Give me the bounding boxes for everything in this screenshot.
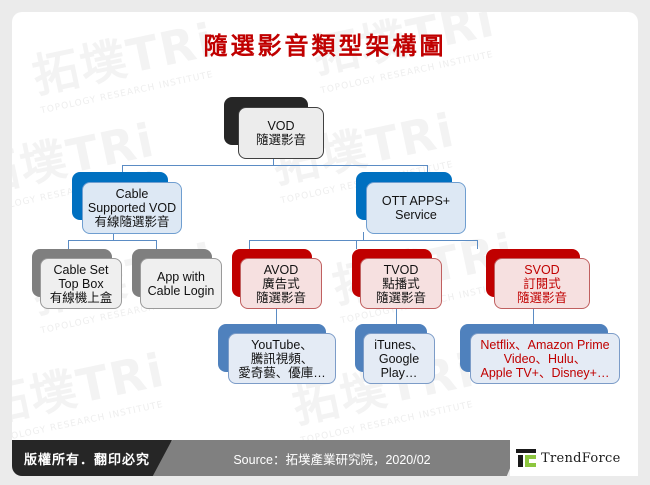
- node-label: YouTube、 騰訊視頻、 愛奇藝、優庫…: [228, 333, 336, 384]
- node-label: AVOD 廣告式 隨選影音: [240, 258, 322, 309]
- connector: [122, 165, 123, 175]
- connector: [276, 306, 277, 324]
- connector: [427, 165, 428, 175]
- connector: [68, 240, 69, 249]
- node-label: OTT APPS+ Service: [366, 182, 466, 234]
- diagram-title: 隨選影音類型架構圖: [203, 31, 447, 60]
- node-tvod-examples: iTunes、 Google Play…: [355, 324, 435, 384]
- node-label: Cable Set Top Box 有線機上盒: [40, 258, 122, 309]
- connector: [363, 232, 364, 240]
- node-vod: VOD 隨選影音: [224, 97, 324, 159]
- node-label: TVOD 點播式 隨選影音: [360, 258, 442, 309]
- trendforce-logo: TrendForce: [510, 440, 638, 476]
- node-label: iTunes、 Google Play…: [363, 333, 435, 384]
- node-cable-stb: Cable Set Top Box 有線機上盒: [32, 249, 122, 309]
- connector: [533, 306, 534, 324]
- connector: [356, 240, 357, 249]
- node-label: SVOD 訂閱式 隨選影音: [494, 258, 590, 309]
- connector: [249, 240, 250, 249]
- connector: [122, 165, 428, 166]
- node-svod-examples: Netflix、Amazon Prime Video、Hulu、 Apple T…: [460, 324, 620, 384]
- node-label: Netflix、Amazon Prime Video、Hulu、 Apple T…: [470, 333, 620, 384]
- footer: Source：拓墣產業研究院，2020/02 版權所有．翻印必究 TrendFo…: [12, 440, 638, 476]
- node-label: VOD 隨選影音: [238, 107, 324, 159]
- connector: [113, 232, 114, 240]
- node-app-cable-login: App with Cable Login: [132, 249, 222, 309]
- connector: [273, 158, 274, 166]
- node-ott: OTT APPS+ Service: [356, 172, 466, 234]
- source-text: Source：拓墣產業研究院，2020/02: [142, 440, 522, 476]
- brand-name: TrendForce: [541, 450, 621, 466]
- node-tvod: TVOD 點播式 隨選影音: [352, 249, 442, 309]
- node-svod: SVOD 訂閱式 隨選影音: [486, 249, 590, 309]
- connector: [68, 240, 157, 241]
- node-cable-vod: Cable Supported VOD 有線隨選影音: [72, 172, 182, 234]
- node-avod-examples: YouTube、 騰訊視頻、 愛奇藝、優庫…: [218, 324, 336, 384]
- connector: [477, 240, 478, 249]
- trendforce-logo-icon: [516, 449, 536, 467]
- connector: [156, 240, 157, 249]
- node-avod: AVOD 廣告式 隨選影音: [232, 249, 322, 309]
- connector: [249, 240, 478, 241]
- connector: [396, 306, 397, 324]
- node-label: App with Cable Login: [140, 258, 222, 309]
- node-label: Cable Supported VOD 有線隨選影音: [82, 182, 182, 234]
- copyright-text: 版權所有．翻印必究: [12, 440, 172, 476]
